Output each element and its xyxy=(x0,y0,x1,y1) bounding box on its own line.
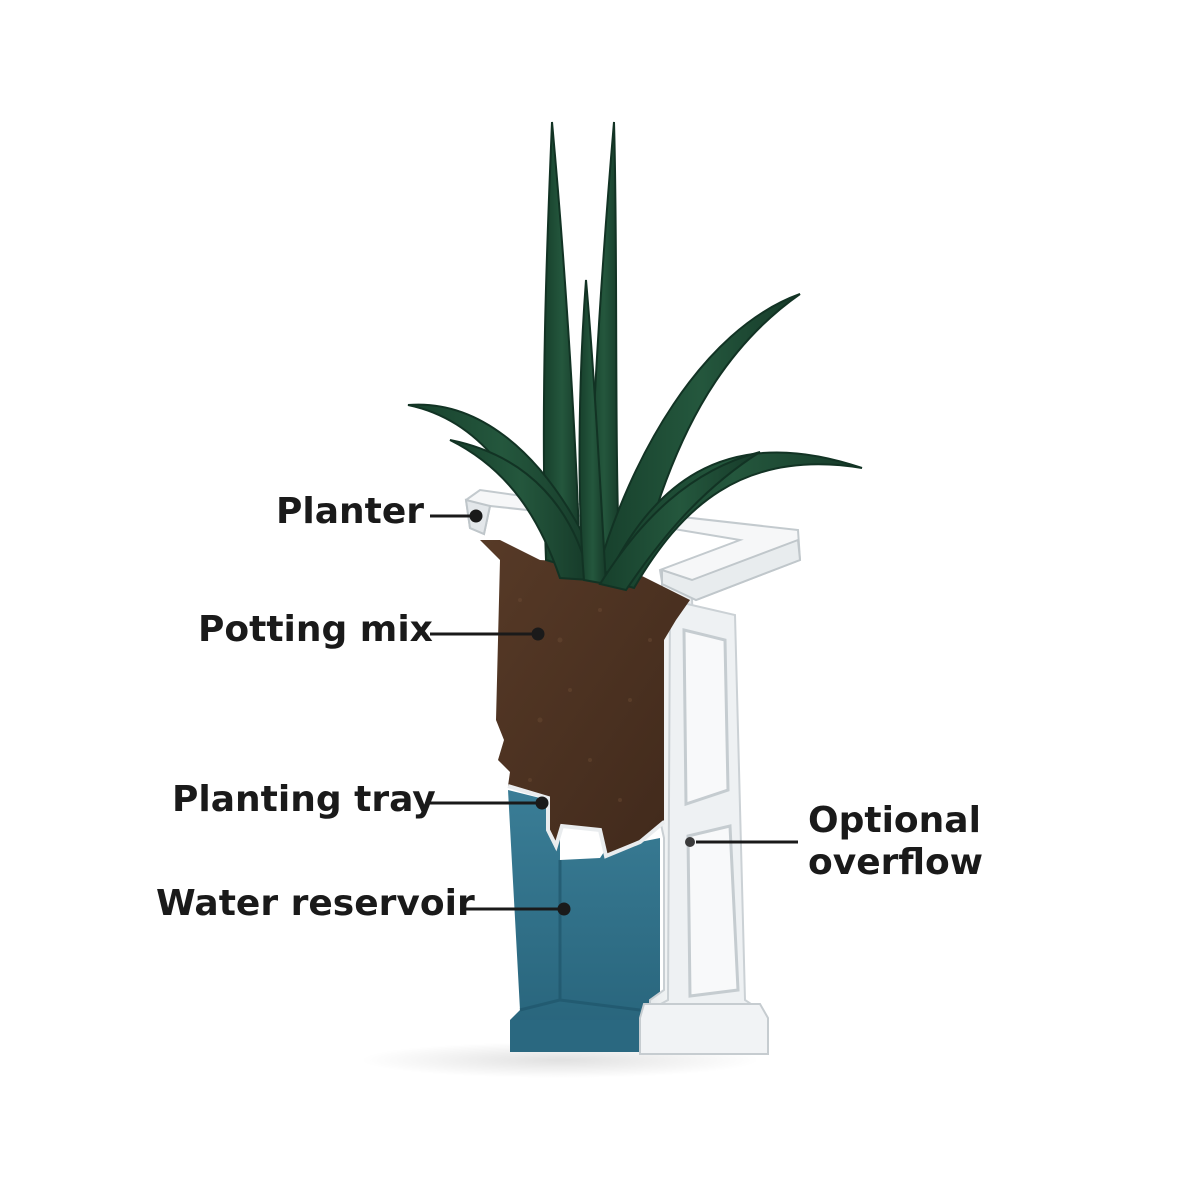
optional-overflow-label-line-1: Optional xyxy=(808,800,981,841)
planter-rim-right xyxy=(661,538,802,602)
planting-tray-leader-dot xyxy=(535,796,549,810)
potting-mix-leader-dot xyxy=(531,627,545,641)
planting-tray-label: Planting tray xyxy=(172,779,436,820)
potting-mix xyxy=(480,540,690,856)
callout-leader-lines xyxy=(430,509,798,916)
potting-mix-texture xyxy=(518,598,652,802)
planting-tray-edge xyxy=(507,784,666,859)
water-reservoir xyxy=(508,790,660,1052)
optional-overflow-label-line-2: overflow xyxy=(808,842,984,883)
planter-leader-dot xyxy=(469,509,483,523)
potting-mix-label: Potting mix xyxy=(198,609,433,650)
planter-lower-recessed-panel xyxy=(686,824,740,998)
optional-overflow-label: Optional overflow xyxy=(808,800,983,884)
planter-base-plinth xyxy=(639,1003,769,1055)
overflow-hole xyxy=(685,837,695,847)
plant-leaves xyxy=(407,121,863,592)
water-reservoir-label: Water reservoir xyxy=(156,883,475,924)
planter-upper-recessed-panel xyxy=(682,628,730,807)
water-reservoir-base-ledge xyxy=(510,1020,644,1052)
water-reservoir-leader-dot xyxy=(557,902,571,916)
planter-label: Planter xyxy=(276,491,425,532)
